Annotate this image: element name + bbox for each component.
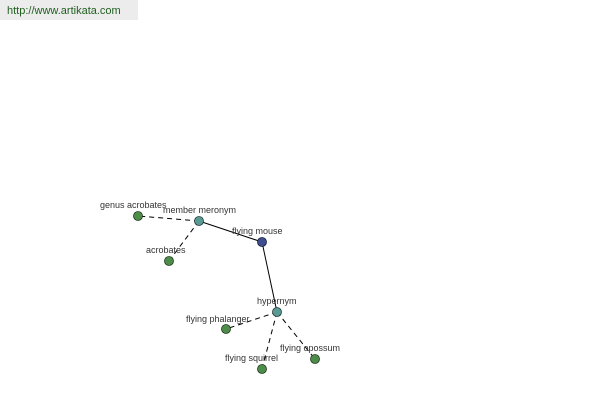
label-genus-acrobates: genus acrobates [100,200,167,210]
node-acrobates[interactable] [164,256,174,266]
label-flying-squirrel: flying squirrel [225,353,278,363]
graph-nodes [133,211,320,374]
edge-member-meronym-genus-acrobates [137,215,200,222]
node-flying-phalanger[interactable] [221,324,231,334]
label-member-meronym: member meronym [163,205,236,215]
edge-hypernym-flying-opossum [276,311,316,360]
label-flying-mouse: flying mouse [232,226,283,236]
graph-labels: genus acrobates member meronym flying mo… [100,200,340,363]
graph-edges [137,215,316,370]
node-hypernym[interactable] [272,307,282,317]
url-banner[interactable]: http://www.artikata.com [0,0,138,20]
edge-member-meronym-acrobates [168,220,200,262]
edge-flying-mouse-hypernym [261,241,278,313]
label-flying-opossum: flying opossum [280,343,340,353]
edge-hypernym-flying-squirrel [261,311,278,370]
site-url-link[interactable]: http://www.artikata.com [7,5,121,17]
node-flying-mouse[interactable] [257,237,267,247]
edge-flying-mouse-member-meronym [198,220,263,243]
node-flying-opossum[interactable] [310,354,320,364]
node-genus-acrobates[interactable] [133,211,143,221]
node-member-meronym[interactable] [194,216,204,226]
label-acrobates: acrobates [146,245,186,255]
label-hypernym: hypernym [257,296,297,306]
node-flying-squirrel[interactable] [257,364,267,374]
label-flying-phalanger: flying phalanger [186,314,250,324]
